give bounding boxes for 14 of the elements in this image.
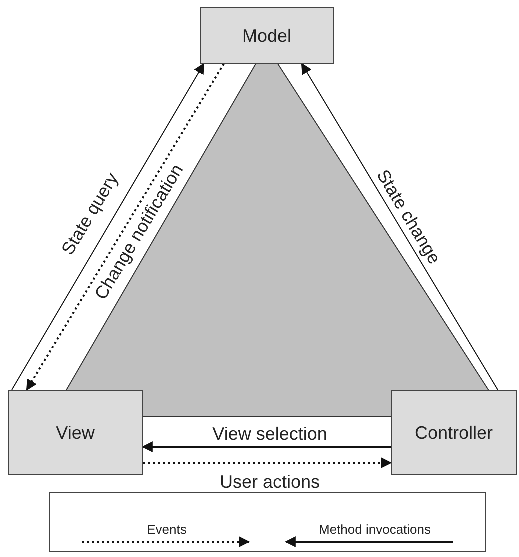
arrow bbox=[301, 63, 498, 390]
box-label: Model bbox=[242, 26, 292, 44]
legend-label: Method invocations bbox=[319, 523, 431, 536]
box-label: Controller bbox=[414, 424, 494, 442]
component-box bbox=[8, 390, 143, 475]
legend-label: Events bbox=[147, 523, 187, 536]
component-box bbox=[391, 390, 517, 475]
edge-label: View selection bbox=[210, 425, 330, 443]
arrow bbox=[142, 442, 391, 453]
arrow bbox=[26, 63, 225, 391]
box-label: View bbox=[56, 424, 95, 442]
arrow bbox=[12, 63, 205, 390]
arrow bbox=[143, 458, 392, 469]
component-box bbox=[200, 7, 334, 64]
